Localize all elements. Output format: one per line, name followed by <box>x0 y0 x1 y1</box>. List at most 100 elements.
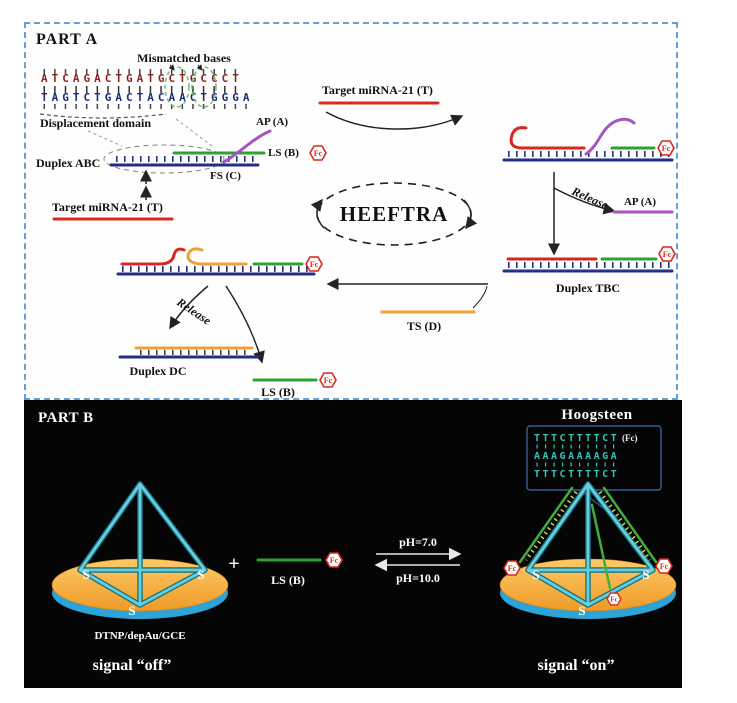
thiol-label: S <box>642 567 649 582</box>
reaction-arrow-right <box>325 111 464 130</box>
signal-off-label: signal “off” <box>93 657 172 674</box>
ls-bound-strand-front <box>590 503 612 590</box>
release-branch-arrow <box>553 187 616 215</box>
zoom-connector-2 <box>175 118 213 147</box>
fc-label: Fc <box>314 149 323 158</box>
zoom-connector-1 <box>87 130 123 147</box>
fc-label: Fc <box>662 144 671 153</box>
fc-tag: Fc <box>325 552 343 568</box>
mismatch-circle-1 <box>164 66 190 108</box>
left-ts-strand <box>186 247 248 266</box>
ts-group: TS (D) <box>326 278 488 333</box>
target-left-group: Target miRNA-21 (T) <box>52 169 174 221</box>
ls-probe-group: + Fc LS (B) <box>228 552 343 587</box>
duplex-abc: Duplex ABC AP (A) LS (B) Fc FS (C) <box>36 116 327 182</box>
fc-label: Fc <box>660 562 669 571</box>
hoogsteen-fc-tag: (Fc) <box>622 433 638 443</box>
fc-label: Fc <box>508 564 517 573</box>
duplex-tbc-label: Duplex TBC <box>556 281 620 295</box>
displacement-domain-label: Displacement domain <box>40 116 151 130</box>
ph-reverse-label: pH=10.0 <box>396 571 440 585</box>
fs-c-label: FS (C) <box>210 170 241 182</box>
fc-tag: Fc <box>657 140 675 156</box>
thiol-label: S <box>532 567 539 582</box>
part-a-title: PART A <box>36 31 98 48</box>
fc-label: Fc <box>663 250 672 259</box>
left-target-strand <box>120 247 186 266</box>
ts-label: TS (D) <box>407 319 441 333</box>
ls-released: Fc LS (B) <box>252 372 337 398</box>
target-top-group: Target miRNA-21 (T) <box>318 83 464 130</box>
release-label: Release <box>569 184 611 213</box>
part-a-panel: PART A ATCAGACTGATGCTGCCCT TAGTCTGACTACA… <box>24 22 678 400</box>
ap-a-released-label: AP (A) <box>624 196 656 208</box>
right-target-strand <box>509 126 586 150</box>
fc-tag: Fc <box>606 592 622 606</box>
ap-a-label: AP (A) <box>256 116 288 128</box>
electrode-off-assembly: S S S DTNP/depAu/GCE signal “off” <box>51 481 229 674</box>
part-a-diagram: PART A ATCAGACTGATGCTGCCCT TAGTCTGACTACA… <box>36 31 676 398</box>
electrode-on-assembly: Fc Fc Fc S S S signal “on” <box>499 481 677 674</box>
sequence-alignment: ATCAGACTGATGCTGCCCT TAGTCTGACTACAACTGGGA… <box>39 51 253 147</box>
dna-tetrahedron <box>526 482 655 607</box>
release-left-group: Release <box>169 285 265 364</box>
dna-tetrahedron <box>78 482 207 607</box>
sequence-bottom-strand: TAGTCTGACTACAACTGGGA <box>41 91 253 104</box>
triplex-pairing-left <box>524 490 578 562</box>
thiol-label: S <box>82 567 89 582</box>
plus-sign: + <box>228 553 239 575</box>
right-ap-strand <box>584 117 636 156</box>
fc-tag: Fc <box>309 145 327 161</box>
hoogsteen-seq-3: TTTCTTTTCT <box>534 469 619 480</box>
fc-label: Fc <box>310 260 319 269</box>
fc-label: Fc <box>324 376 333 385</box>
fc-label: Fc <box>610 597 617 604</box>
mismatched-bases-label: Mismatched bases <box>137 51 231 65</box>
fc-tag: Fc <box>658 246 676 262</box>
triplex-pairing-right <box>598 490 652 562</box>
ls-bound-strand-right <box>602 486 658 564</box>
fc-tag: Fc <box>319 372 337 388</box>
mismatch-circle-2 <box>191 66 217 108</box>
electrode-label: DTNP/depAu/GCE <box>94 630 185 642</box>
right-intermediate: Fc <box>502 117 675 162</box>
duplex-abc-label: Duplex ABC <box>36 156 100 170</box>
hoogsteen-seq-2: AAAGAAAAGA <box>534 451 619 462</box>
cycle-arrow-left <box>310 198 325 229</box>
sequence-top-strand: ATCAGACTGATGCTGCCCT <box>41 72 243 85</box>
thiol-label: S <box>128 603 135 618</box>
fc-tag: Fc <box>655 558 673 574</box>
ph-forward-label: pH=7.0 <box>399 535 437 549</box>
release-arrow-ls <box>225 285 265 364</box>
duplex-tbc: Fc Duplex TBC <box>502 246 676 295</box>
ap-a-strand <box>222 129 272 164</box>
thiol-label: S <box>197 567 204 582</box>
ls-probe-label: LS (B) <box>271 573 305 587</box>
fc-tag: Fc <box>305 256 323 272</box>
equilibrium-group: pH=7.0 pH=10.0 <box>374 535 462 585</box>
fc-label: Fc <box>330 556 339 565</box>
ts-merge-curve <box>472 285 488 309</box>
mismatch-pointer-2 <box>196 64 203 71</box>
signal-on-label: signal “on” <box>538 657 615 674</box>
displacement-domain-circle <box>103 144 225 174</box>
hoogsteen-seq-1: TTTCTTTTCT <box>534 433 619 444</box>
target-top-label: Target miRNA-21 (T) <box>322 83 433 97</box>
duplex-dc-label: Duplex DC <box>129 364 186 378</box>
ls-bound-strand-left <box>518 486 574 564</box>
ls-b-label: LS (B) <box>268 147 299 159</box>
mismatch-pointer-1 <box>168 64 175 71</box>
heeftra-cycle: HEEFTRA <box>310 182 478 246</box>
release-right-group: Release AP (A) <box>548 172 674 256</box>
left-intermediate: Fc <box>116 247 323 276</box>
part-b-panel: PART B Hoogsteen TTTCTTTTCT (Fc) AAAGAAA… <box>24 400 682 688</box>
cycle-arrow-right <box>463 199 478 230</box>
hoogsteen-label: Hoogsteen <box>561 407 632 423</box>
thiol-label: S <box>578 603 585 618</box>
ls-released-label: LS (B) <box>261 385 295 398</box>
fc-tag: Fc <box>503 560 521 576</box>
heeftra-label: HEEFTRA <box>340 202 449 226</box>
duplex-dc: Duplex DC <box>118 346 260 378</box>
part-b-title: PART B <box>38 410 94 426</box>
